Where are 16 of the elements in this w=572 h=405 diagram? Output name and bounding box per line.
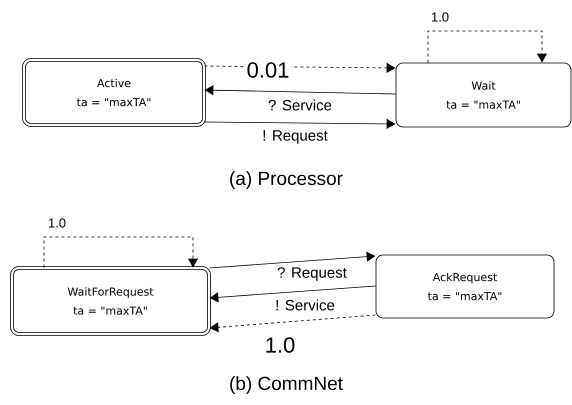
caption: (b) CommNet — [230, 376, 343, 394]
arrow — [44, 236, 198, 268]
state-box: AckRequest ta = "maxTA" — [376, 254, 554, 318]
edge-label: ! Request — [260, 128, 330, 146]
edge-label: ? Service — [266, 98, 334, 112]
edge-label: 1.0 — [263, 336, 297, 354]
edge-label: 1.0 — [46, 216, 68, 230]
caption: (a) Processor — [230, 171, 343, 189]
edge-label: 1.0 — [429, 10, 451, 24]
edge-label: ? Request — [276, 266, 348, 282]
state-box: WaitForRequest ta = "maxTA" — [10, 266, 211, 336]
state-box: Wait ta = "maxTA" — [396, 62, 572, 128]
arrow — [428, 30, 548, 63]
edge-label: 0.01 — [245, 60, 291, 80]
edge-label: ! Service — [274, 298, 336, 312]
state-box: Active ta = "maxTA" — [22, 58, 206, 127]
